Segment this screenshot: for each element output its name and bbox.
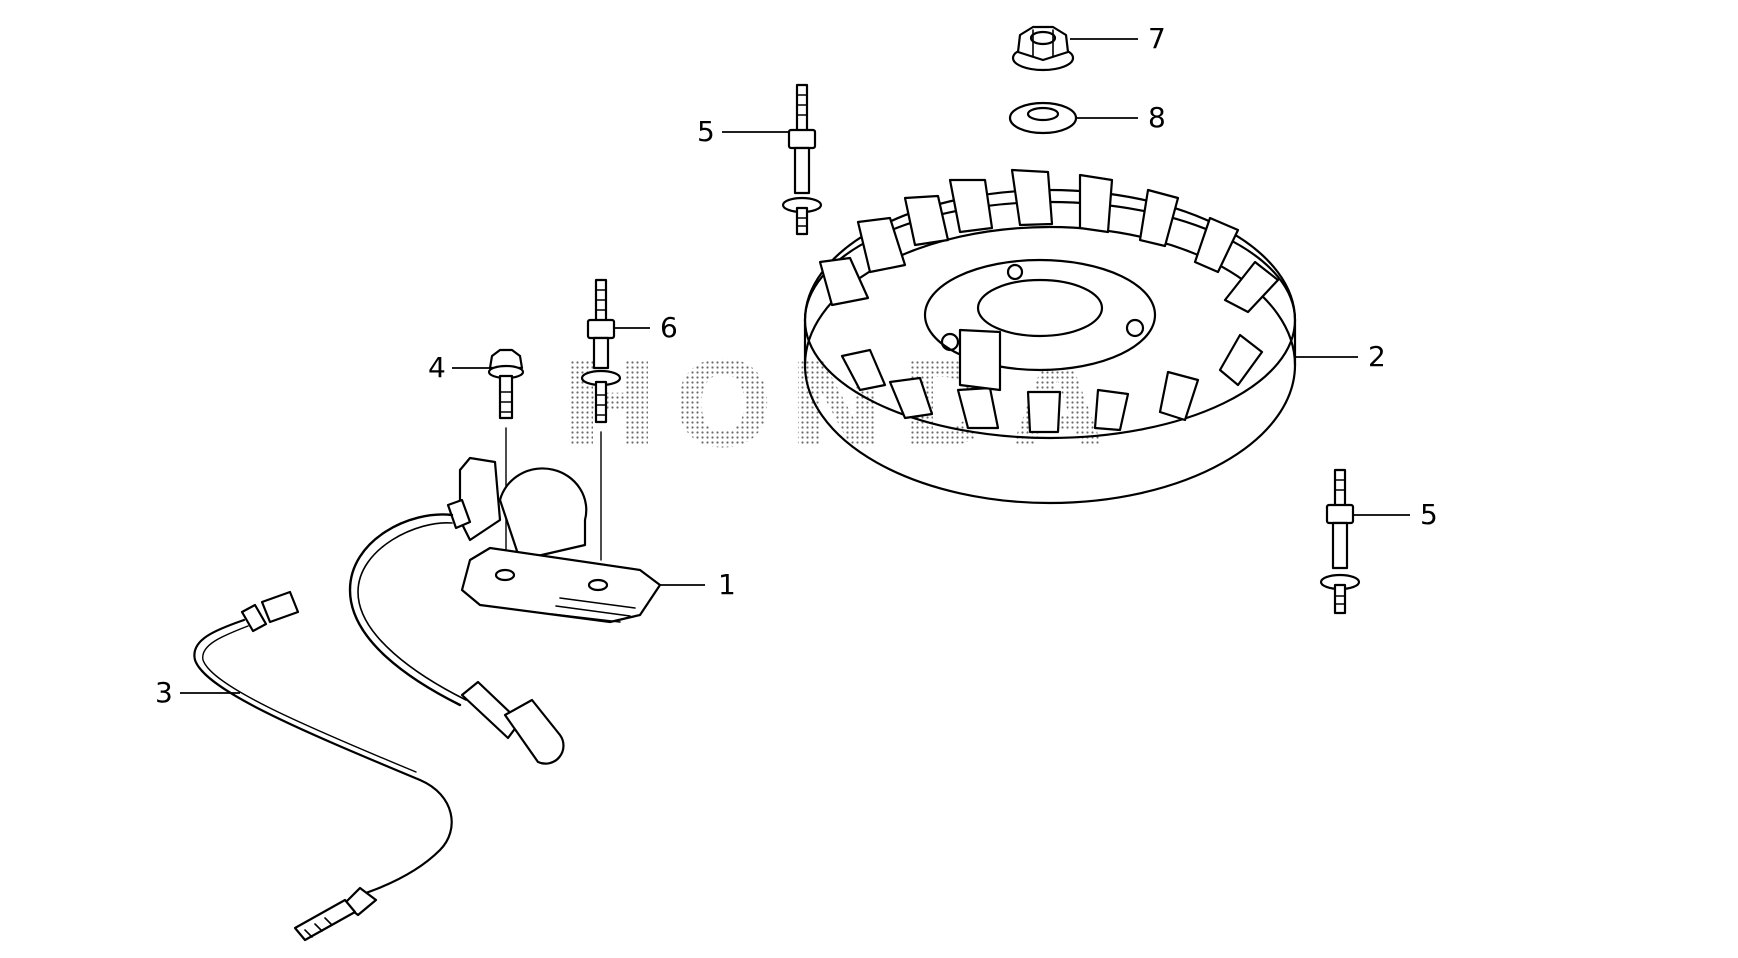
flange-nut [1011,25,1075,72]
callout-3: 3 [155,676,173,709]
stud-bolt-lower [1319,468,1361,615]
callout-5-lower: 5 [1420,498,1438,531]
flywheel [803,168,1297,505]
callout-5-upper: 5 [697,115,715,148]
stud-bolt-upper [781,83,823,236]
callout-4: 4 [428,351,446,384]
callout-8: 8 [1148,101,1166,134]
ignition-coil [348,456,662,765]
washer [1008,101,1078,135]
stud-bolt-coil [580,278,622,561]
flange-bolt [487,348,525,561]
callout-6: 6 [660,311,678,344]
stop-switch-wire [193,590,453,942]
flywheel-fins [818,168,1280,434]
callout-2: 2 [1368,340,1386,373]
callout-7: 7 [1148,22,1166,55]
callout-1: 1 [718,568,736,601]
